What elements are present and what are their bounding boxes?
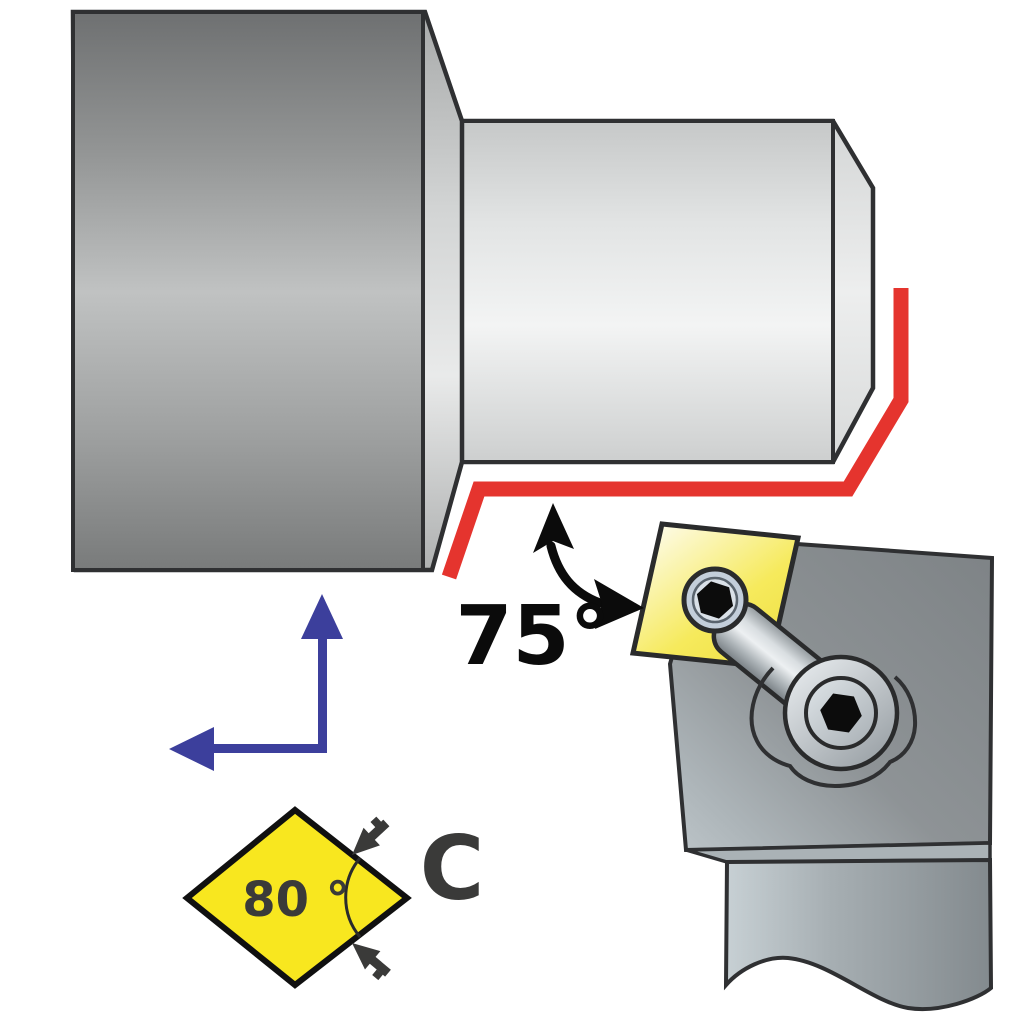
insert-screw-hex-socket-icon (696, 581, 734, 619)
insert-shape-legend: 80 ° C (182, 806, 485, 989)
included-angle-label: 80 ° (242, 872, 350, 928)
feed-arrow-left-head (169, 727, 214, 771)
workpiece-large-cylinder (70, 9, 465, 573)
small-cylinder-body (460, 119, 835, 464)
approach-angle-arrowhead-right-icon (594, 579, 644, 629)
insert-shape-diamond (182, 806, 412, 989)
clamp-base-outline (749, 666, 918, 789)
included-angle-pointer-upper-icon (352, 816, 390, 855)
included-angle-pointer-lower-icon (352, 943, 391, 981)
holder-shank (723, 857, 994, 1011)
feed-arrow-up-head (301, 594, 343, 639)
approach-angle-arrowhead-up-icon (533, 503, 574, 553)
insert-screw (681, 566, 749, 634)
insert-shape-code-label: C (420, 817, 485, 920)
feed-arrow-horizontal-shaft (212, 744, 327, 753)
clamp-screw-hex-socket-icon (820, 693, 862, 733)
feed-arrow-vertical-shaft (318, 637, 327, 751)
workpiece-small-cylinder (459, 118, 876, 465)
approach-angle-annotation: 75° (455, 503, 644, 684)
approach-angle-arrow-arc (546, 541, 605, 608)
feed-direction-arrow (169, 594, 343, 771)
approach-angle-label: 75° (455, 589, 610, 684)
clamp-screw (782, 654, 900, 772)
large-cylinder-body (71, 10, 425, 572)
included-angle-arc (344, 857, 362, 938)
toolpath-line (441, 288, 909, 580)
